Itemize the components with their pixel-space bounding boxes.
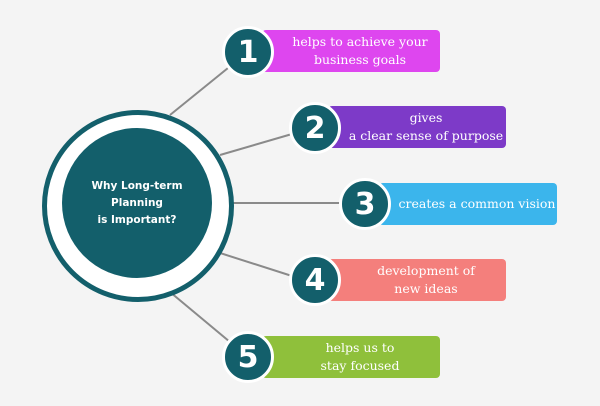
item-1-line2: business goals [313,52,407,67]
item-3-line1: creates a common vision [398,196,556,211]
item-4-line2: new ideas [394,281,458,296]
number-badge-4: 4 [289,254,341,306]
item-box-4: development of new ideas [328,259,506,301]
item-2-line1: gives [409,110,443,125]
hub-circle: Why Long-term Planning is Important? [62,128,212,278]
item-box-3: creates a common vision [379,183,557,225]
connector-4 [219,252,293,277]
number-badge-5: 5 [222,331,274,383]
connector-5 [169,291,231,343]
hub-title: Why Long-term Planning is Important? [67,178,207,229]
item-1-line1: helps to achieve your [292,34,428,49]
hub-title-line1: Why Long-term Planning [91,179,183,209]
item-box-1: helps to achieve your business goals [262,30,440,72]
hub-title-line2: is Important? [97,213,177,226]
item-5-line2: stay focused [320,358,400,373]
item-box-2: gives a clear sense of purpose [328,106,506,148]
connector-2 [219,133,293,156]
item-box-5: helps us to stay focused [262,336,440,378]
item-4-line1: development of [377,263,475,278]
number-badge-1: 1 [222,26,274,78]
connector-1 [169,67,229,116]
item-5-line1: helps us to [325,340,395,355]
number-badge-2: 2 [289,102,341,154]
item-2-line2: a clear sense of purpose [348,128,504,143]
number-badge-3: 3 [339,178,391,230]
